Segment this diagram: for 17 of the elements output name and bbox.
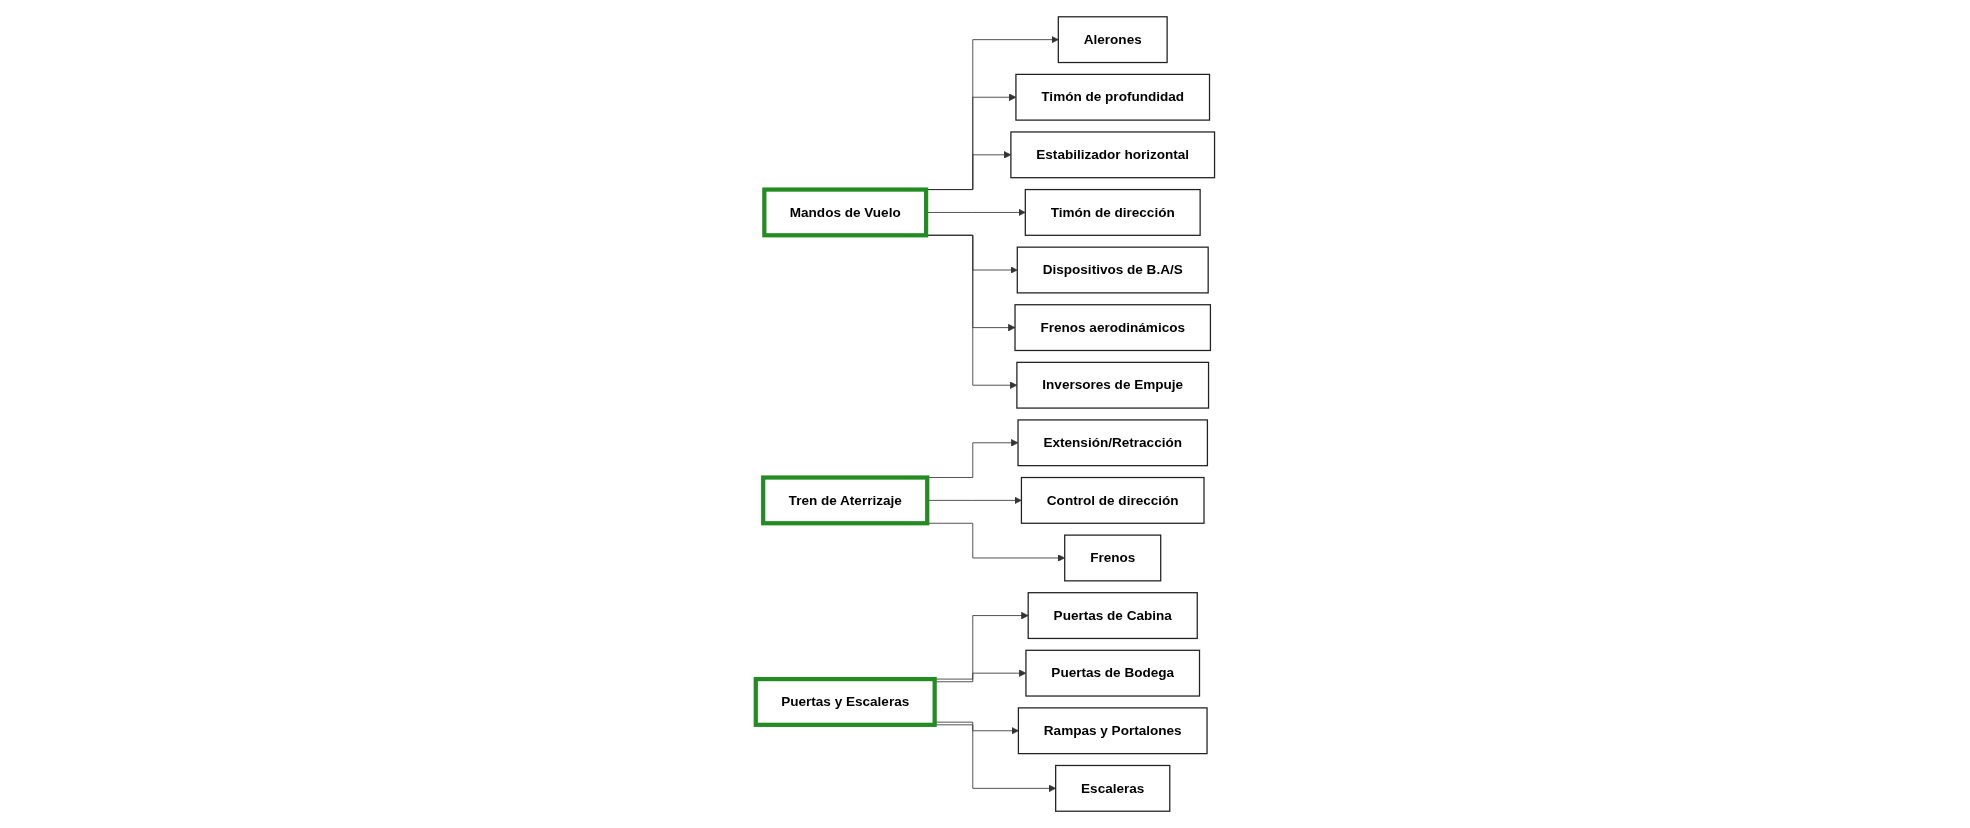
- node-box: Dispositivos de B.A/S: [1016, 246, 1209, 294]
- node-box: Rampas y Portalones: [1017, 707, 1208, 755]
- node-box: Frenos aerodinámicos: [1014, 304, 1211, 352]
- node-box: Timón de dirección: [1024, 188, 1201, 236]
- node-box: Puertas de Bodega: [1025, 649, 1200, 697]
- node-box: Tren de Aterrizaje: [760, 475, 930, 526]
- node-box: Mandos de Vuelo: [762, 187, 929, 238]
- node-box: Timón de profundidad: [1015, 73, 1210, 121]
- node-box: Escaleras: [1054, 764, 1171, 812]
- node-box: Alerones: [1057, 16, 1168, 64]
- node-box: Frenos: [1063, 534, 1162, 582]
- node-box: Estabilizador horizontal: [1010, 131, 1215, 179]
- node-box: Control de dirección: [1020, 476, 1205, 524]
- node-box: Extensión/Retracción: [1017, 419, 1208, 467]
- node-box: Inversores de Empuje: [1016, 361, 1209, 409]
- node-box: Puertas de Cabina: [1027, 592, 1198, 640]
- node-box: Puertas y Escaleras: [753, 676, 937, 727]
